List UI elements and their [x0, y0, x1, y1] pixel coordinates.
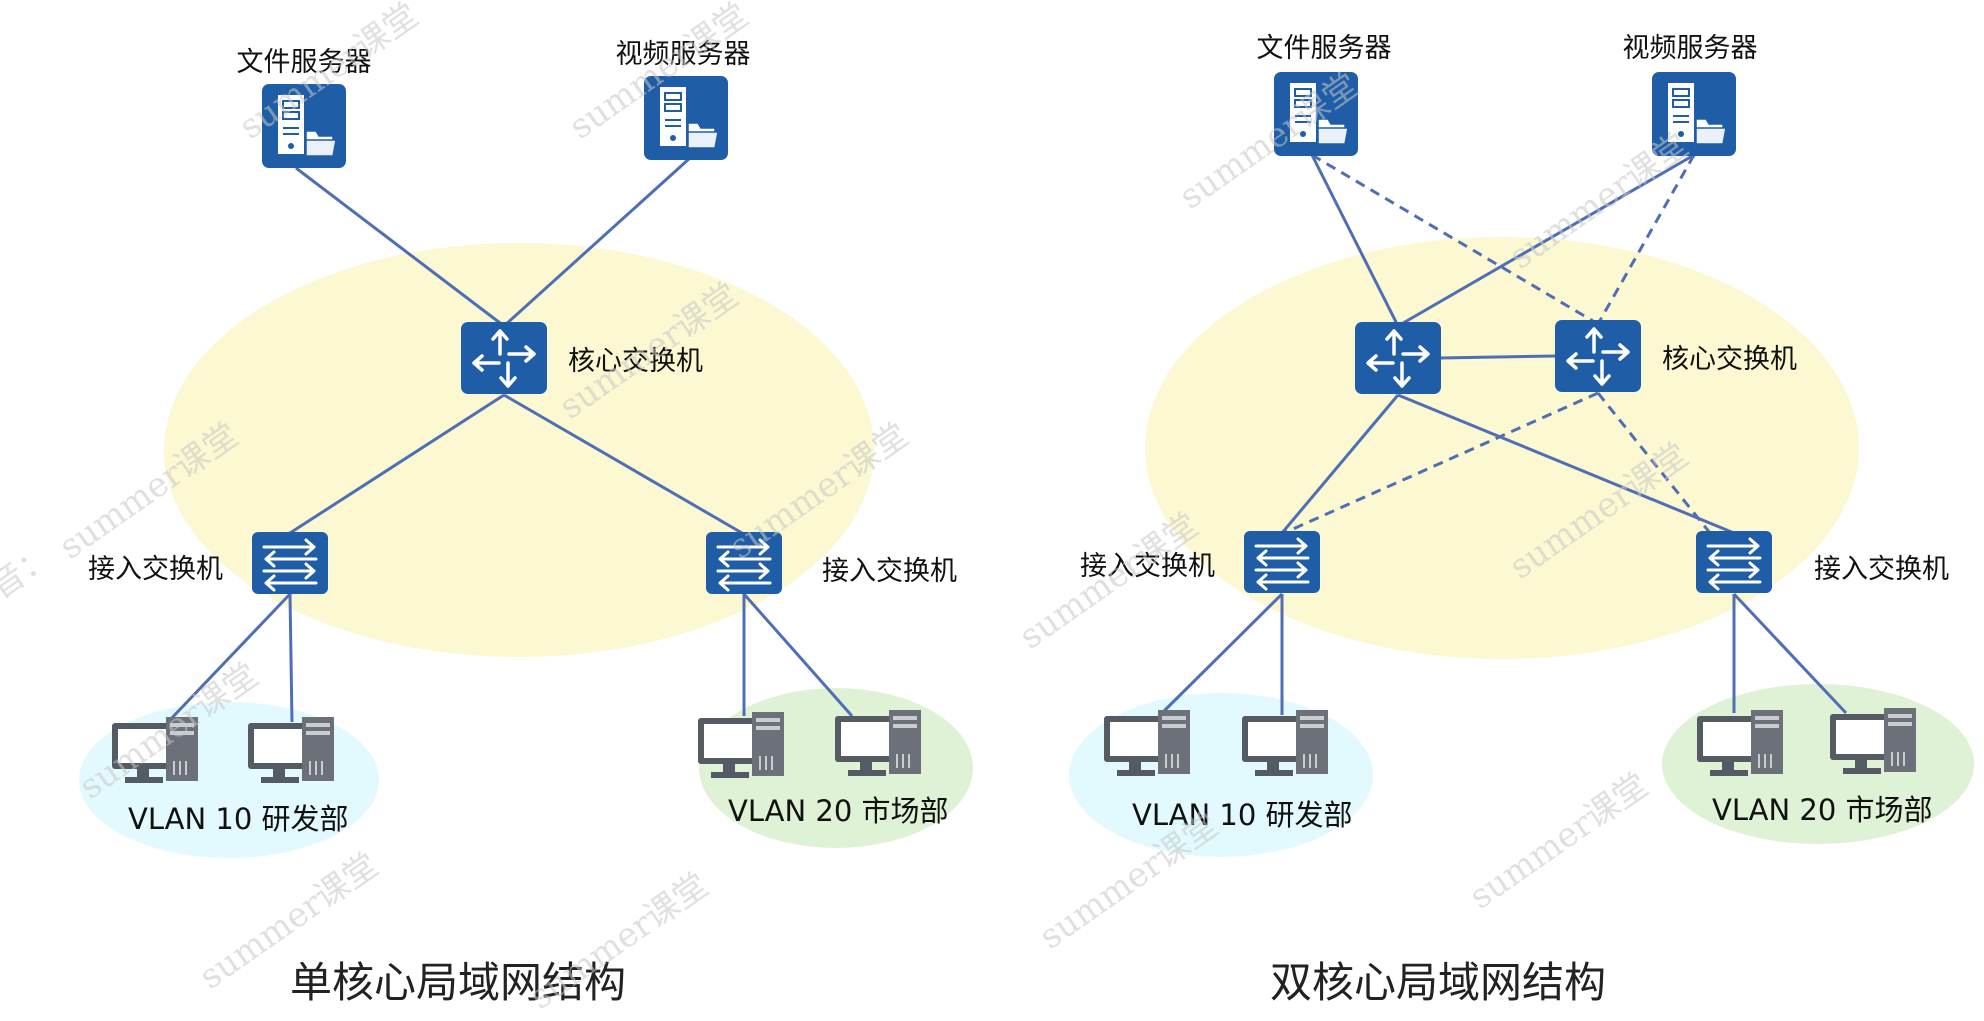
video-server-label: 视频服务器	[616, 39, 751, 70]
access-switch-icon	[1242, 529, 1322, 595]
vlan20-label: VLAN 20 市场部	[1712, 793, 1933, 827]
core-switch-icon	[459, 320, 549, 396]
links	[166, 156, 854, 724]
core-switch-label: 核心交换机	[1662, 344, 1797, 375]
single-core-caption: 单核心局域网结构	[290, 958, 626, 1007]
access-switch-left-label: 接入交换机	[1080, 551, 1215, 582]
access-switch-left-label: 接入交换机	[88, 554, 223, 585]
access-switch-icon	[1694, 529, 1774, 595]
watermark-text: summer课堂	[1462, 765, 1655, 917]
file-server-label: 文件服务器	[237, 47, 372, 78]
dual-core-caption: 双核心局域网结构	[1270, 958, 1606, 1007]
core-switch-icon	[1553, 318, 1643, 394]
core-switch-icon	[1353, 320, 1443, 396]
core-layer-zone	[164, 243, 874, 657]
single-core-diagram: 文件服务器 视频服务器 核心交换机 接入交换机 接入交换机 VLAN 10 研发…	[79, 39, 973, 1007]
watermark-partial-text: 音：	[0, 536, 61, 608]
access-switch-right-label: 接入交换机	[822, 556, 957, 587]
dual-core-diagram: 文件服务器 视频服务器 核心交换机 接入交换机 接入交换机 VLAN 10 研发…	[1069, 33, 1974, 1007]
vlan10-label: VLAN 10 研发部	[128, 802, 349, 836]
vlan20-label: VLAN 20 市场部	[728, 794, 949, 828]
core-layer-zone	[1145, 237, 1859, 659]
vlan10-label: VLAN 10 研发部	[1132, 798, 1353, 832]
access-switch-icon	[250, 530, 330, 596]
core-switch-label: 核心交换机	[568, 346, 703, 377]
access-switch-right-label: 接入交换机	[1814, 554, 1949, 585]
file-server-label: 文件服务器	[1257, 33, 1392, 64]
video-server-label: 视频服务器	[1623, 33, 1758, 64]
links	[1158, 153, 1848, 717]
